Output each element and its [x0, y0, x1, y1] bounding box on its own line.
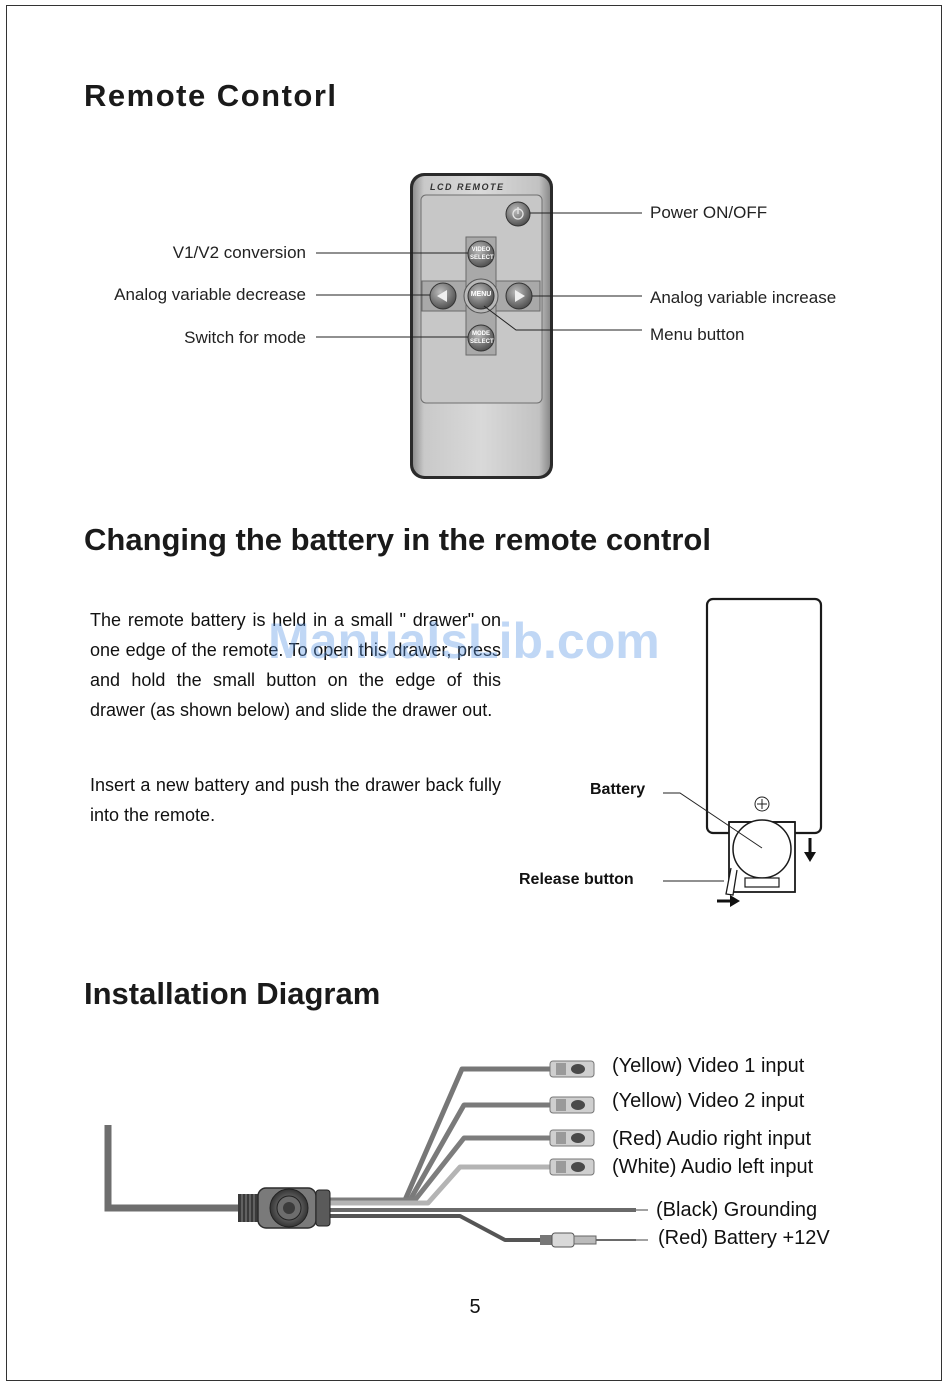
connection-label-video2: (Yellow) Video 2 input — [612, 1090, 805, 1112]
left-arrow-icon — [437, 290, 447, 302]
menu-button-label: MENU — [470, 291, 492, 298]
label-release-button: Release button — [519, 871, 634, 888]
label-battery: Battery — [590, 781, 646, 798]
remote-brand-label: LCD REMOTE — [430, 182, 505, 192]
callout-menu: Menu button — [650, 325, 745, 344]
connection-label-video1: (Yellow) Video 1 input — [612, 1055, 805, 1077]
connection-label-audio-left: (White) Audio left input — [612, 1156, 814, 1178]
battery-paragraph-2: Insert a new battery and push the drawer… — [90, 775, 501, 825]
watermark: ManualsLib.com — [268, 613, 660, 669]
callout-power: Power ON/OFF — [650, 203, 768, 222]
mode-select-button — [467, 324, 495, 352]
down-arrow-icon — [804, 852, 816, 862]
video-select-label-1: VIDEO — [471, 247, 491, 253]
callout-decrease: Analog variable decrease — [114, 285, 306, 304]
mode-select-label-2: SELECT — [470, 339, 494, 345]
remote-control-illustration — [410, 173, 553, 479]
remote-callout-lines — [316, 212, 642, 338]
battery-coin-icon — [732, 819, 792, 879]
connection-label-grounding: (Black) Grounding — [656, 1199, 818, 1221]
battery-drawer-illustration — [705, 597, 823, 907]
connection-label-audio-right: (Red) Audio right input — [612, 1128, 812, 1150]
main-connector — [238, 1187, 331, 1229]
connection-label-battery: (Red) Battery +12V — [658, 1227, 830, 1249]
wiring-harness-illustration — [104, 1060, 648, 1248]
install-section-title: Installation Diagram — [84, 976, 381, 1011]
menu-button — [467, 282, 495, 310]
battery-section-title: Changing the battery in the remote contr… — [84, 522, 711, 557]
callout-v1v2: V1/V2 conversion — [172, 243, 306, 262]
video-select-label-2: SELECT — [470, 255, 494, 261]
rca-connector-video2 — [549, 1096, 595, 1114]
remote-section-title: Remote Contorl — [84, 78, 338, 113]
rca-connector-audio-left — [549, 1158, 595, 1176]
right-arrow-icon — [515, 290, 525, 302]
video-select-button — [467, 240, 495, 268]
callout-increase: Analog variable increase — [650, 288, 837, 307]
page-border — [6, 5, 942, 1381]
battery-callout-lines — [663, 792, 763, 882]
callout-mode: Switch for mode — [184, 328, 306, 347]
rca-connector-video1 — [549, 1060, 595, 1078]
fuse-holder — [540, 1232, 597, 1248]
page-number: 5 — [469, 1296, 481, 1318]
battery-paragraph-1: The remote battery is held in a small " … — [90, 610, 501, 720]
right-arrow-icon — [730, 895, 740, 907]
rca-connector-audio-right — [549, 1129, 595, 1147]
mode-select-label-1: MODE — [472, 331, 490, 337]
